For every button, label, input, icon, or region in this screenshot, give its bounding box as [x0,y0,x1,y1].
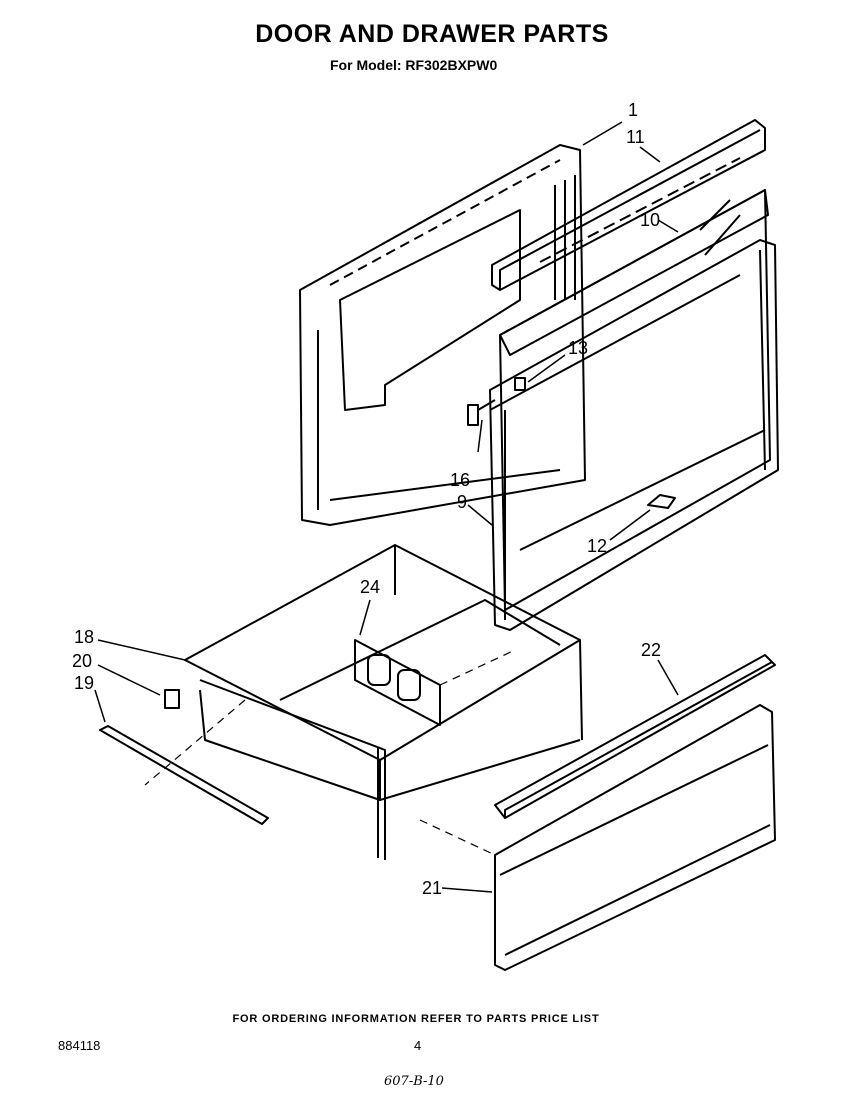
drawer-panel-trim [494,654,776,819]
callout-9: 9 [457,492,467,512]
page-number: 4 [414,1038,422,1053]
callout-22: 22 [641,640,661,660]
page-title: DOOR AND DRAWER PARTS [255,20,609,48]
callout-21: 21 [422,878,442,898]
model-subtitle: For Model: RF302BXPW0 [330,57,498,73]
handwritten-note: 607-B-10 [384,1074,444,1089]
door-hinge-hardware [467,377,526,426]
callout-1: 1 [628,100,638,120]
callout-20: 20 [72,651,92,671]
outer-door-frame [489,239,779,631]
drawer-divider [354,639,441,726]
leader-lines [94,121,679,893]
drawer-front-panel [494,704,776,971]
callout-11: 11 [626,127,645,147]
door-top-trim [491,119,766,291]
callout-10: 10 [640,210,660,230]
callout-13: 13 [568,338,588,358]
drawer-rails [164,679,386,860]
ordering-note: FOR ORDERING INFORMATION REFER TO PARTS … [232,1013,600,1025]
door-glass [499,189,771,611]
callout-18: 18 [74,627,94,647]
callout-12: 12 [587,536,607,556]
inner-door-liner [299,144,586,526]
drawer-bottom-strip [99,725,269,825]
callout-16: 16 [450,470,470,490]
projection-lines [144,649,516,856]
callout-24: 24 [360,577,380,597]
callout-19: 19 [74,673,94,693]
document-number: 884118 [58,1038,101,1053]
door-clip [647,494,676,509]
drawer-body [184,544,583,801]
